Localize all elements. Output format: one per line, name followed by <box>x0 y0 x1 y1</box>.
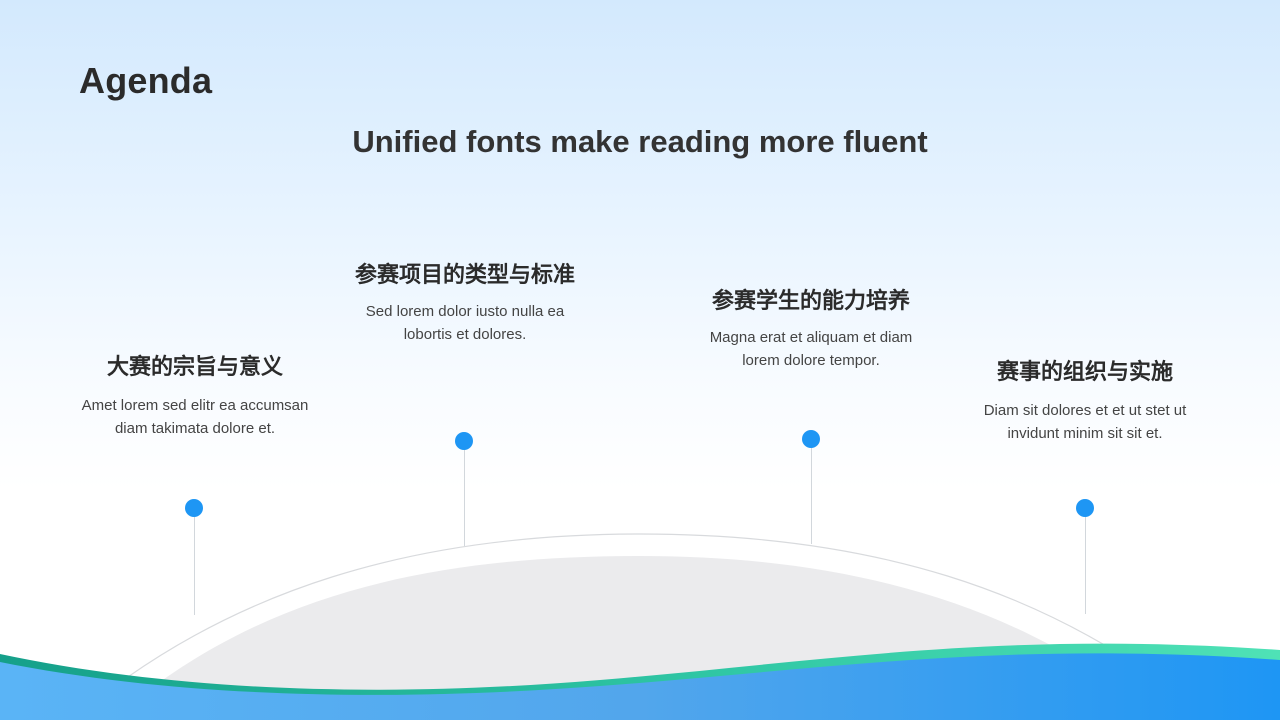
timeline-item-heading: 赛事的组织与实施 <box>996 360 1173 385</box>
timeline-item-heading: 参赛学生的能力培养 <box>711 289 910 314</box>
timeline-item-description: Magna erat et aliquam et diam lorem dolo… <box>709 329 913 369</box>
timeline-dot-3 <box>802 430 820 448</box>
timeline-item-heading: 参赛项目的类型与标准 <box>354 263 575 288</box>
blue-wave <box>0 653 1280 720</box>
timeline-item-3: 参赛学生的能力培养 Magna erat et aliquam et diam … <box>696 288 926 372</box>
timeline-item-description: Sed lorem dolor iusto nulla ea lobortis … <box>365 303 565 343</box>
page-subtitle: Unified fonts make reading more fluent <box>352 124 928 159</box>
timeline-item-description: Diam sit dolores et et ut stet ut invidu… <box>983 402 1187 442</box>
timeline-item-heading: 大赛的宗旨与意义 <box>106 355 283 380</box>
outer-arc <box>71 533 1211 720</box>
timeline-dot-1 <box>185 499 203 517</box>
timeline-dot-4 <box>1076 499 1094 517</box>
page-title: Agenda <box>79 60 213 101</box>
timeline-item-4: 赛事的组织与实施 Diam sit dolores et et ut stet … <box>970 359 1200 445</box>
timeline-stem-1 <box>194 508 195 615</box>
timeline-item-1: 大赛的宗旨与意义 Amet lorem sed elitr ea accumsa… <box>80 354 310 440</box>
timeline-item-2: 参赛项目的类型与标准 Sed lorem dolor iusto nulla e… <box>350 262 580 346</box>
timeline-item-description: Amet lorem sed elitr ea accumsan diam ta… <box>81 397 309 437</box>
timeline-stem-3 <box>811 440 812 544</box>
timeline-stem-2 <box>464 441 465 546</box>
timeline-stem-4 <box>1085 508 1086 614</box>
timeline-dot-2 <box>455 432 473 450</box>
